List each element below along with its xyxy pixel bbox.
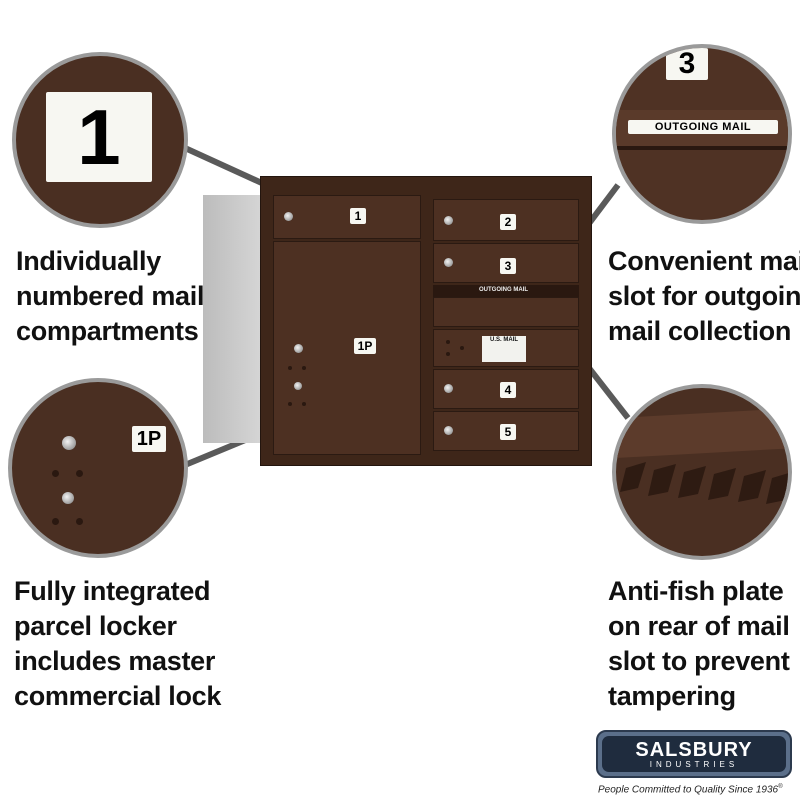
detail-circle-slot: 3 OUTGOING MAIL	[612, 44, 792, 224]
rivet-icon	[460, 346, 464, 350]
parcel-tag: 1P	[354, 338, 376, 354]
door-number-tag: 3	[666, 48, 708, 80]
master-lock-icon	[62, 492, 74, 504]
rivet-icon	[302, 366, 306, 370]
outgoing-mail-label: OUTGOING MAIL	[628, 120, 778, 134]
door-number-tag: 3	[500, 258, 516, 274]
lock-icon	[444, 258, 453, 267]
caption-slot: Convenient mail slot for outgoing mail c…	[608, 246, 800, 346]
door-number-tag: 4	[500, 382, 516, 398]
brand-name: SALSBURY	[635, 739, 753, 761]
lock-icon	[294, 344, 303, 353]
door-number-tag: 5	[500, 424, 516, 440]
lock-icon	[284, 212, 293, 221]
rivet-icon	[288, 402, 292, 406]
brand-sub: INDUSTRIES	[649, 760, 739, 769]
lock-icon	[444, 426, 453, 435]
rivet-icon	[76, 470, 83, 477]
usmail-panel: U.S. MAIL	[433, 329, 579, 367]
brand-tagline: People Committed to Quality Since 1936®	[598, 784, 783, 796]
caption-parcel: Fully integrated parcel locker includes …	[14, 576, 222, 711]
mail-door-5[interactable]: 5	[433, 411, 579, 451]
lock-icon	[444, 384, 453, 393]
detail-circle-parcel: 1P	[8, 378, 188, 558]
rivet-icon	[52, 518, 59, 525]
door-number-tag: 1	[350, 208, 366, 224]
rivet-icon	[446, 352, 450, 356]
mailbox-side-panel	[203, 195, 263, 443]
lock-icon	[444, 216, 453, 225]
rivet-icon	[446, 340, 450, 344]
outgoing-mail-label: OUTGOING MAIL	[479, 287, 528, 293]
mail-door-4[interactable]: 4	[433, 369, 579, 409]
lock-icon	[62, 436, 76, 450]
slot-cover-panel	[433, 297, 579, 327]
rivet-icon	[302, 402, 306, 406]
mail-door-3[interactable]: 3	[433, 243, 579, 283]
rivet-icon	[52, 470, 59, 477]
detail-circle-numbered: 1	[12, 52, 188, 228]
detail-circle-antifish	[612, 384, 792, 560]
mail-door-2[interactable]: 2	[433, 199, 579, 241]
outgoing-mail-slot[interactable]: OUTGOING MAIL	[433, 285, 579, 297]
brand-logo: SALSBURY INDUSTRIES	[596, 730, 792, 778]
caption-antifish: Anti-fish plate on rear of mail slot to …	[608, 576, 790, 711]
door-number-tag: 1	[46, 92, 152, 182]
usmail-plaque: U.S. MAIL	[482, 336, 526, 362]
parcel-tag: 1P	[132, 426, 166, 452]
mail-door-1[interactable]: 1	[273, 195, 421, 239]
master-lock-icon	[294, 382, 302, 390]
rivet-icon	[76, 518, 83, 525]
rivet-icon	[288, 366, 292, 370]
antifish-plate-icon	[616, 408, 788, 504]
door-number-tag: 2	[500, 214, 516, 230]
usmail-label: U.S. MAIL	[490, 337, 518, 343]
caption-numbered: Individually numbered mail compartments	[16, 246, 205, 346]
parcel-locker-door[interactable]: 1P	[273, 241, 421, 455]
mailbox-frame: 1 1P 2 3 OUTGOING MAIL U.S. MAIL 4 5	[260, 176, 592, 466]
